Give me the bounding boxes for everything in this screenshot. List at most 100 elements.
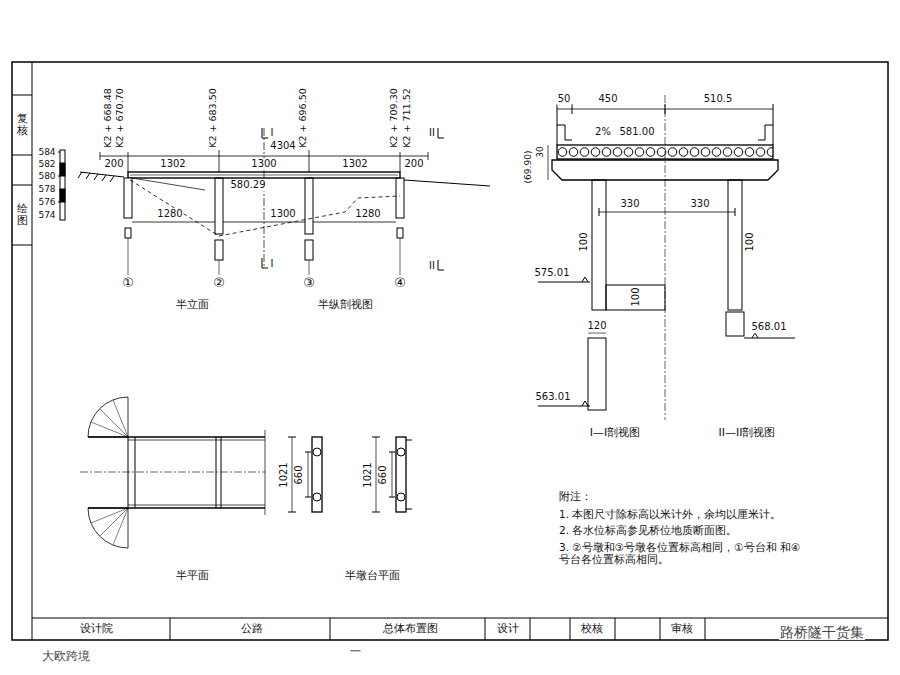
station-mark: K2 + 711.52 [402, 87, 413, 149]
half-plan [265, 430, 266, 515]
view-title: 半平面 [175, 570, 210, 583]
bridge-elevation [78, 128, 490, 275]
pier-plan [313, 493, 321, 501]
elevation-dimensions [100, 150, 428, 222]
elevation-dimensions [219, 150, 220, 172]
drawing-frame [12, 62, 888, 640]
elevation-dimensions [313, 222, 396, 223]
half-plan [91, 508, 128, 545]
title-block-cell: 设计 [496, 623, 520, 636]
scale-value: 578 [37, 184, 56, 194]
cross-section [726, 312, 744, 336]
title-block-cell: 公路 [240, 623, 264, 636]
bridge-elevation [264, 128, 265, 268]
side-cell: 复核 [17, 113, 28, 137]
callout-number: ④ [393, 276, 407, 291]
dimension: 100 [630, 286, 642, 307]
drawing-frame [530, 618, 531, 640]
dimension: 330 [619, 198, 640, 210]
drawing-frame [485, 618, 486, 640]
cross-section [592, 180, 606, 310]
cross-section [744, 333, 795, 338]
bridge-elevation [262, 128, 268, 268]
bridge-elevation [78, 172, 114, 182]
elevation-dimensions [400, 152, 401, 172]
elevation-value: 568.01 [751, 321, 788, 333]
drawing-frame [32, 618, 888, 619]
cross-section [588, 333, 606, 334]
slope-value: 2% [594, 126, 612, 138]
dimension: 100 [744, 231, 756, 252]
bridge-elevation [215, 178, 223, 234]
dimension: 50 [557, 93, 572, 105]
cross-section [548, 145, 549, 180]
half-plan [88, 508, 128, 548]
half-plan [128, 505, 265, 506]
half-plan [80, 397, 265, 548]
drawing-frame [12, 155, 32, 156]
drawing-frame [12, 95, 32, 96]
elevation-value: 575.01 [534, 267, 571, 279]
elevation-scale-bar [60, 150, 65, 220]
pier-plan [406, 509, 412, 510]
section-mark: I [270, 258, 275, 270]
half-plan [216, 437, 217, 508]
scale-value: 584 [37, 147, 56, 157]
dimension: 1300 [269, 208, 296, 220]
dimension: 1021 [362, 461, 374, 488]
drawing-frame [330, 618, 331, 640]
pier-plan [312, 437, 322, 512]
elevation-scale-bar [60, 163, 65, 176]
section-mark: I [270, 127, 275, 139]
dimension: 1280 [354, 208, 381, 220]
bridge-elevation [305, 240, 313, 260]
pier-plan [372, 437, 380, 438]
half-plan [135, 437, 136, 508]
cross-section [572, 104, 573, 114]
drawing-frame [660, 618, 661, 640]
drawing-frame [32, 62, 33, 640]
bridge-elevation [309, 260, 310, 275]
cross-section [758, 125, 773, 145]
elevation-value: 581.00 [619, 126, 656, 138]
bridge-elevation [125, 228, 131, 238]
watermark: 路桥隧干货集 [779, 624, 865, 640]
drawing-frame [705, 618, 706, 640]
note-heading: 附注： [558, 491, 593, 504]
dimension: 330 [689, 198, 710, 210]
scale-value: 574 [37, 210, 56, 220]
title-block-cell: 设计院 [79, 623, 114, 636]
page-number: 一 [349, 646, 362, 659]
cross-section [606, 285, 665, 310]
dimension: 200 [403, 158, 424, 170]
cross-section [557, 145, 773, 159]
cross-section [538, 95, 795, 420]
elevation-dimensions [128, 152, 129, 172]
cross-section [557, 125, 572, 145]
side-cell: 绘图 [17, 203, 28, 227]
callout-number: ② [212, 276, 226, 291]
pier-plan [389, 497, 395, 498]
elevation-scale-bar [58, 202, 60, 203]
title-block-cell: 校核 [580, 623, 604, 636]
drawing-frame [570, 618, 571, 640]
elevation-value: 580.29 [230, 179, 267, 191]
view-title: I—I剖视图 [589, 427, 642, 440]
section-mark: II [428, 260, 436, 272]
cross-section [552, 160, 778, 180]
bridge-elevation [130, 180, 400, 236]
station-mark: K2 + 670.70 [115, 87, 126, 149]
pier-plan [305, 452, 311, 453]
elevation-dimensions [100, 152, 101, 160]
bridge-elevation [305, 178, 313, 234]
bridge-elevation [397, 228, 403, 238]
dimension: 1280 [156, 208, 183, 220]
drawing-frame [12, 185, 32, 186]
bridge-elevation [215, 240, 223, 260]
cross-section [588, 338, 606, 410]
dimension: 660 [293, 464, 305, 485]
dimension: 1021 [278, 461, 290, 488]
view-title: 半立面 [175, 299, 210, 312]
pier-plan [397, 493, 405, 501]
cross-section [773, 104, 774, 125]
